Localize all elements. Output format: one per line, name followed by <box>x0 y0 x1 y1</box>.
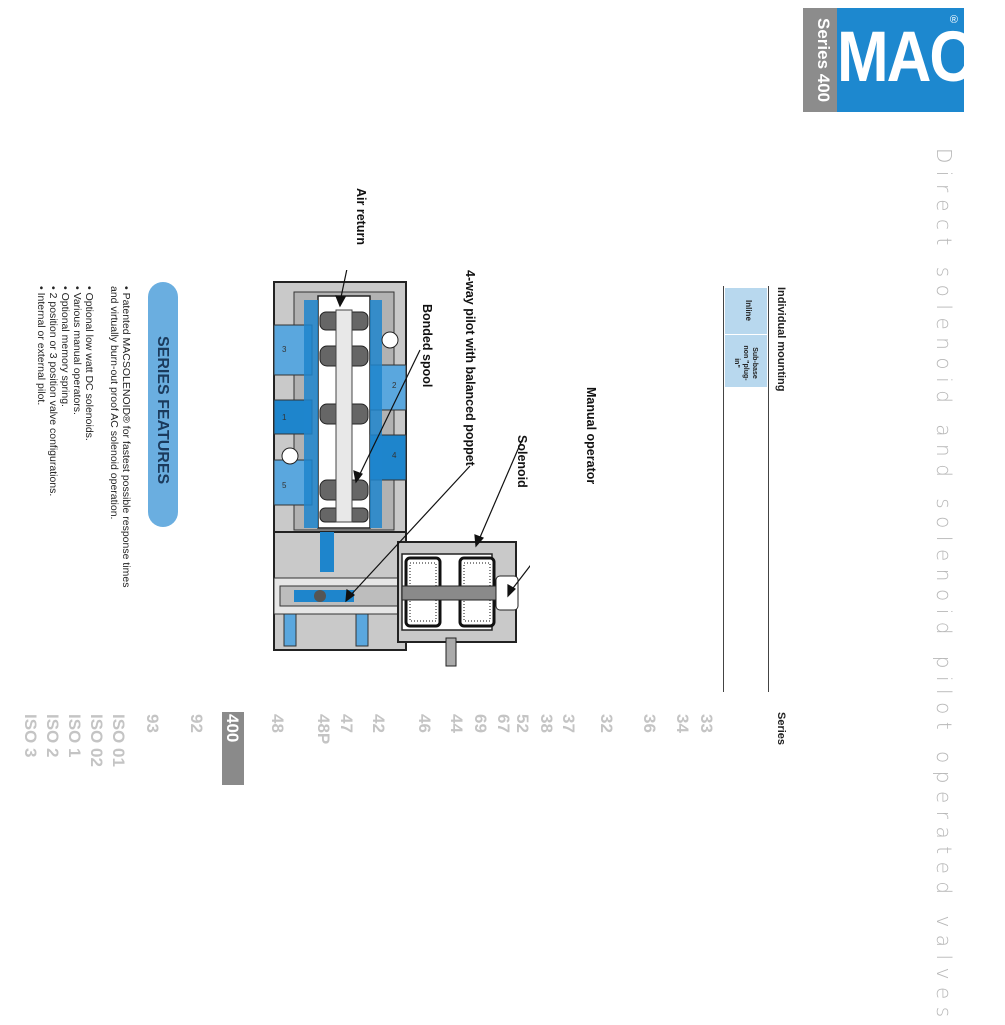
logo-series-text: Series 400 <box>814 18 833 103</box>
series-features-title: SERIES FEATURES <box>154 336 171 485</box>
page-subtitle: Direct solenoid and solenoid pilot opera… <box>932 148 956 1025</box>
series-number: 47 <box>337 714 356 733</box>
manual-operator-button <box>495 575 519 611</box>
series-number-selected: 400 <box>223 714 242 743</box>
series-highlight <box>222 712 244 785</box>
series-number: 48P <box>314 714 333 745</box>
series-number: 32 <box>597 714 616 733</box>
valve-cutaway-diagram: 3 2 1 4 5 <box>273 270 530 667</box>
feature-bullet: • Various manual operators. <box>71 286 83 415</box>
series-number: 44 <box>447 714 466 733</box>
mac-logo-text: MAC <box>837 17 974 98</box>
feature-bullet: • Optional low watt DC solenoids. <box>83 286 95 441</box>
series-number: 67 <box>494 714 513 733</box>
port-hole <box>281 447 299 465</box>
series-number: ISO 3 <box>21 714 40 758</box>
mac-logo: MAC ® <box>837 8 974 112</box>
mounting-title: Individual mounting <box>775 287 787 392</box>
series-number: 38 <box>537 714 556 733</box>
series-number: ISO 01 <box>109 714 128 767</box>
table-divider <box>768 286 769 692</box>
series-number: 52 <box>513 714 532 733</box>
logo-series-bar: Series 400 <box>803 8 837 112</box>
series-number: 46 <box>415 714 434 733</box>
registered-mark: ® <box>949 14 958 26</box>
port-number: 1 <box>282 413 287 422</box>
series-number: 69 <box>471 714 490 733</box>
port-number: 2 <box>392 381 397 390</box>
mounting-inline-cell: Inline <box>725 288 767 334</box>
port-number: 5 <box>282 481 287 490</box>
feature-bullet: and virtually burn-out proof AC solenoid… <box>108 286 120 520</box>
series-features-pill: SERIES FEATURES <box>148 282 178 527</box>
series-number: 34 <box>673 714 692 733</box>
series-number: 37 <box>559 714 578 733</box>
table-divider <box>723 286 724 692</box>
series-number: 33 <box>697 714 716 733</box>
port-number: 3 <box>282 345 287 354</box>
callout-air-return: Air return <box>354 188 368 245</box>
series-number: 92 <box>187 714 206 733</box>
feature-bullet: • Patented MACSOLENOID® for fastest poss… <box>120 286 132 588</box>
mounting-subbase-label: Sub-base non "plug-in" <box>733 345 758 381</box>
port-number: 4 <box>392 451 397 460</box>
port-hole <box>381 331 399 349</box>
series-number: ISO 02 <box>87 714 106 767</box>
series-number: ISO 2 <box>43 714 62 758</box>
mounting-inline-label: Inline <box>744 300 753 321</box>
mounting-subbase-cell: Sub-base non "plug-in" <box>725 335 767 387</box>
feature-bullet: • Optional memory spring. <box>59 286 71 407</box>
series-number: 36 <box>640 714 659 733</box>
series-number: 48 <box>268 714 287 733</box>
feature-bullet: • Internal or external pilot. <box>35 286 47 406</box>
series-number: ISO 1 <box>65 714 84 758</box>
series-number: 93 <box>143 714 162 733</box>
callout-manual-operator: Manual operator <box>584 387 598 485</box>
series-label: Series <box>775 712 787 746</box>
feature-bullet: • 2 position or 3 position valve configu… <box>47 286 59 497</box>
series-number: 42 <box>369 714 388 733</box>
